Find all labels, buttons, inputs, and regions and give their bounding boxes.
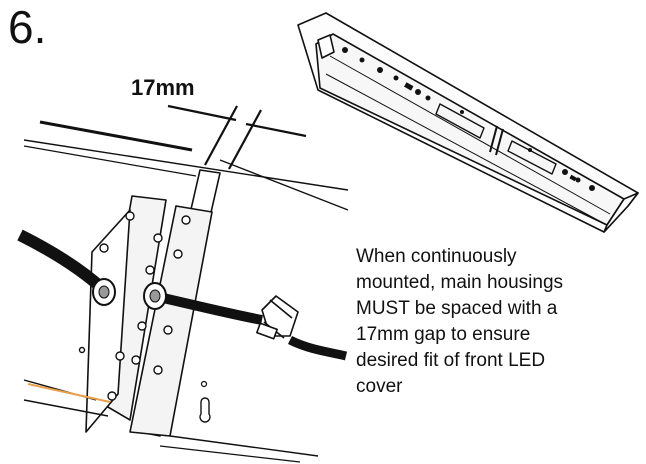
fixture-joint bbox=[495, 128, 504, 156]
caption-line: mounted, main housings bbox=[356, 272, 564, 293]
fixture-driver-box bbox=[435, 103, 485, 139]
left-end-plate-face bbox=[85, 209, 131, 433]
rail-line bbox=[23, 139, 349, 191]
fixture-end-cap bbox=[603, 192, 639, 233]
dimension-tick bbox=[204, 105, 238, 166]
full-fixture-drawing bbox=[297, 12, 639, 233]
fixture-depth-line bbox=[329, 55, 611, 215]
screw-heads bbox=[78, 211, 191, 401]
caption-line: 17mm gap to ensure bbox=[356, 324, 531, 345]
instruction-caption: When continuously mounted, main housings… bbox=[356, 244, 641, 400]
fixture-end-cap bbox=[317, 34, 335, 59]
dimension-extension-line bbox=[245, 122, 307, 138]
fixture-components bbox=[342, 47, 595, 191]
caption-line: cover bbox=[356, 376, 403, 397]
joint-closeup-drawing bbox=[17, 120, 349, 463]
dimension-extension-line bbox=[167, 104, 237, 122]
tray-edge bbox=[23, 399, 109, 417]
keyhole-slot bbox=[199, 397, 211, 423]
fixture-depth-line bbox=[325, 73, 606, 225]
cable-grommet bbox=[149, 289, 161, 303]
gap-dimension-label: 17mm bbox=[131, 75, 195, 100]
tray-edge bbox=[169, 435, 319, 457]
tray-edge bbox=[159, 445, 301, 463]
dimension-tick bbox=[228, 109, 262, 170]
caption-line: MUST be spaced with a bbox=[356, 298, 558, 319]
rail-line bbox=[219, 159, 349, 211]
keyhole-slot bbox=[200, 380, 208, 388]
tray-edge-accent bbox=[27, 383, 111, 403]
caption-line: When continuously bbox=[356, 246, 517, 267]
housing-edge bbox=[23, 145, 197, 177]
caption-line: desired fit of front LED bbox=[356, 350, 546, 371]
cable-clip bbox=[256, 295, 299, 340]
fixture-driver-box bbox=[507, 140, 557, 175]
gap-dimension-marker bbox=[167, 104, 307, 170]
fixture-joint bbox=[489, 125, 498, 153]
power-cable-through bbox=[287, 335, 348, 361]
rail-line bbox=[39, 120, 193, 152]
cable-grommet bbox=[98, 285, 110, 299]
step-number: 6. bbox=[8, 1, 47, 53]
